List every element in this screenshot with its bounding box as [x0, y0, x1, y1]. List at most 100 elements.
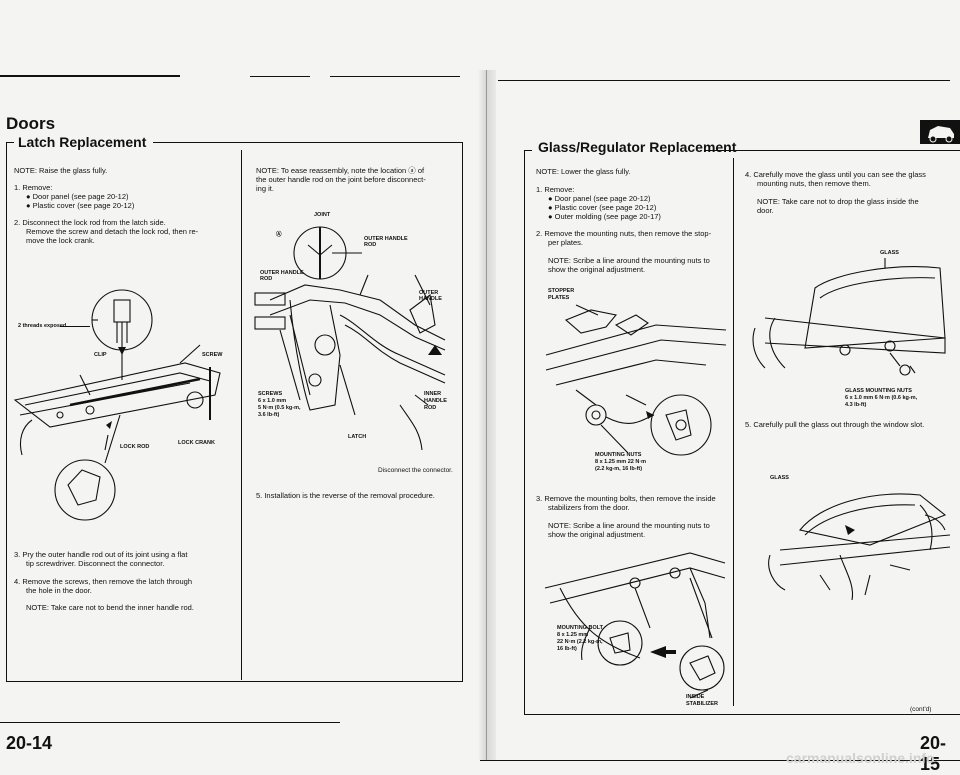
note-scribe-2: NOTE: Scribe a line around the mounting …: [548, 521, 710, 530]
step-1-item: ● Outer molding (see page 20-17): [548, 212, 661, 221]
stopper-plates-illustration: [545, 304, 727, 456]
bottom-rule: [0, 722, 340, 723]
note-reassembly: the outer handle rod on the joint before…: [256, 175, 426, 184]
step-4-line: 4. Remove the screws, then remove the la…: [14, 577, 193, 586]
label-inside-stabilizer: INSIDE: [686, 694, 705, 700]
step-4-line: mounting nuts, then remove them.: [757, 179, 871, 188]
note-reassembly: NOTE: To ease reassembly, note the locat…: [256, 166, 425, 175]
label-outer-handle-rod-2: ROD: [260, 276, 273, 282]
step-1-item: ● Plastic cover (see page 20-12): [548, 203, 657, 212]
label-glass-mounting-nuts: 6 x 1.0 mm 6 N·m (0.6 kg-m,: [845, 395, 918, 401]
step-5: 5. Carefully pull the glass out through …: [745, 420, 925, 429]
label-outer-handle-rod: OUTER HANDLE: [364, 236, 408, 242]
frame-bottom: [6, 681, 463, 682]
figure-caption: Disconnect the connector.: [378, 467, 453, 474]
book-spine: [478, 70, 496, 760]
column-divider: [241, 150, 242, 680]
label-outer-handle: OUTER: [419, 290, 439, 296]
glass-removal-illustration: [768, 493, 951, 601]
step-4-line: 4. Carefully move the glass until you ca…: [745, 170, 926, 179]
label-screws: SCREWS: [258, 391, 283, 397]
top-rule-right: [498, 80, 950, 81]
label-outer-handle: HANDLE: [419, 296, 442, 302]
frame-right: [462, 142, 463, 682]
page-title: Glass/Regulator Replacement: [538, 139, 737, 155]
note-reassembly: ing it.: [256, 184, 274, 193]
continued-label: (cont'd): [910, 706, 932, 713]
column-divider: [733, 158, 734, 706]
label-stopper-plates: PLATES: [548, 295, 570, 301]
step-2-line: move the lock crank.: [26, 236, 95, 245]
step-4-line: the hole in the door.: [26, 586, 92, 595]
top-rule-left-3: [330, 76, 460, 77]
note-inner-rod: NOTE: Take care not to bend the inner ha…: [26, 603, 194, 612]
label-lock-rod: LOCK ROD: [120, 444, 150, 450]
frame-left: [6, 142, 7, 682]
label-mounting-bolt: MOUNTING BOLT: [557, 625, 604, 631]
label-inner-handle-rod: HANDLE: [424, 398, 447, 404]
step-3-line: stabilizers from the door.: [548, 503, 630, 512]
label-mounting-nuts: MOUNTING NUTS: [595, 452, 642, 458]
note-scribe: NOTE: Scribe a line around the mounting …: [548, 256, 710, 265]
frame-left: [524, 150, 525, 715]
step-1-item: ● Door panel (see page 20-12): [548, 194, 651, 203]
label-mounting-bolt: 8 x 1.25 mm: [557, 632, 589, 638]
label-outer-handle-rod: ROD: [364, 242, 377, 248]
spine-line: [486, 70, 487, 760]
title-rule-b: [705, 150, 960, 151]
label-inner-handle-rod: INNER: [424, 391, 442, 397]
label-screw: SCREW: [202, 352, 223, 358]
lock-rod-illustration: [13, 289, 221, 521]
label-joint: JOINT: [314, 212, 331, 218]
label-mounting-bolt: 22 N·m (2.2 kg-m,: [557, 639, 603, 645]
stabilizer-illustration: [544, 552, 726, 699]
page-number: 20-14: [6, 733, 53, 753]
label-screws: 6 x 1.0 mm: [258, 398, 287, 404]
watermark: carmanualsonline.info: [786, 750, 935, 766]
step-2-line: per plates.: [548, 238, 584, 247]
leader-line: [60, 326, 90, 327]
label-inside-stabilizer: STABILIZER: [686, 701, 718, 707]
step-3-line: 3. Pry the outer handle rod out of its j…: [14, 550, 188, 559]
glass-nuts-illustration: [752, 258, 946, 376]
label-threads-exposed: 2 threads exposed: [18, 323, 67, 329]
label-outer-handle-rod-2: OUTER HANDLE: [260, 270, 304, 276]
bottom-rule: [480, 760, 960, 761]
step-3-line: 3. Remove the mounting bolts, then remov…: [536, 494, 716, 503]
step-2-line: 2. Disconnect the lock rod from the latc…: [14, 218, 166, 227]
title-rule-b: [153, 142, 463, 143]
car-icon: [920, 120, 960, 144]
step-1-item: ● Door panel (see page 20-12): [26, 192, 129, 201]
label-mounting-nuts: (2.2 kg-m, 16 lb-ft): [595, 466, 643, 472]
latch-illustration: [254, 226, 446, 451]
label-glass: GLASS: [880, 250, 899, 256]
note-drop-glass: NOTE: Take care not to drop the glass in…: [757, 197, 919, 206]
title-rule-a: [6, 142, 14, 143]
label-glass-2: GLASS: [770, 475, 789, 481]
step-1: 1. Remove:: [14, 183, 53, 192]
label-latch: LATCH: [348, 434, 367, 440]
note-raise-glass: NOTE: Raise the glass fully.: [14, 166, 108, 175]
label-mounting-nuts: 8 x 1.25 mm 22 N·m: [595, 459, 647, 465]
note-scribe-2: show the original adjustment.: [548, 530, 646, 539]
step-5: 5. Installation is the reverse of the re…: [256, 491, 435, 500]
step-1-item: ● Plastic cover (see page 20-12): [26, 201, 135, 210]
label-stopper-plates: STOPPER: [548, 288, 575, 294]
note-drop-glass: door.: [757, 206, 774, 215]
label-screws: 5 N·m (0.5 kg-m,: [258, 405, 301, 411]
step-3-line: tip screwdriver. Disconnect the connecto…: [26, 559, 165, 568]
label-circle-a: Ⓐ: [276, 232, 282, 238]
label-glass-mounting-nuts: GLASS MOUNTING NUTS: [845, 388, 912, 394]
label-screws: 3.6 lb-ft): [258, 412, 280, 418]
top-rule-left: [0, 75, 180, 77]
step-2-line: 2. Remove the mounting nuts, then remove…: [536, 229, 712, 238]
label-clip: CLIP: [94, 352, 107, 358]
frame-bottom: [524, 714, 960, 715]
note-lower-glass: NOTE: Lower the glass fully.: [536, 167, 631, 176]
label-glass-mounting-nuts: 4.3 lb-ft): [845, 402, 867, 408]
section-heading: Doors: [6, 114, 56, 133]
label-lock-crank: LOCK CRANK: [178, 440, 215, 446]
label-mounting-bolt: 16 lb-ft): [557, 646, 577, 652]
label-inner-handle-rod: ROD: [424, 405, 437, 411]
note-scribe: show the original adjustment.: [548, 265, 646, 274]
